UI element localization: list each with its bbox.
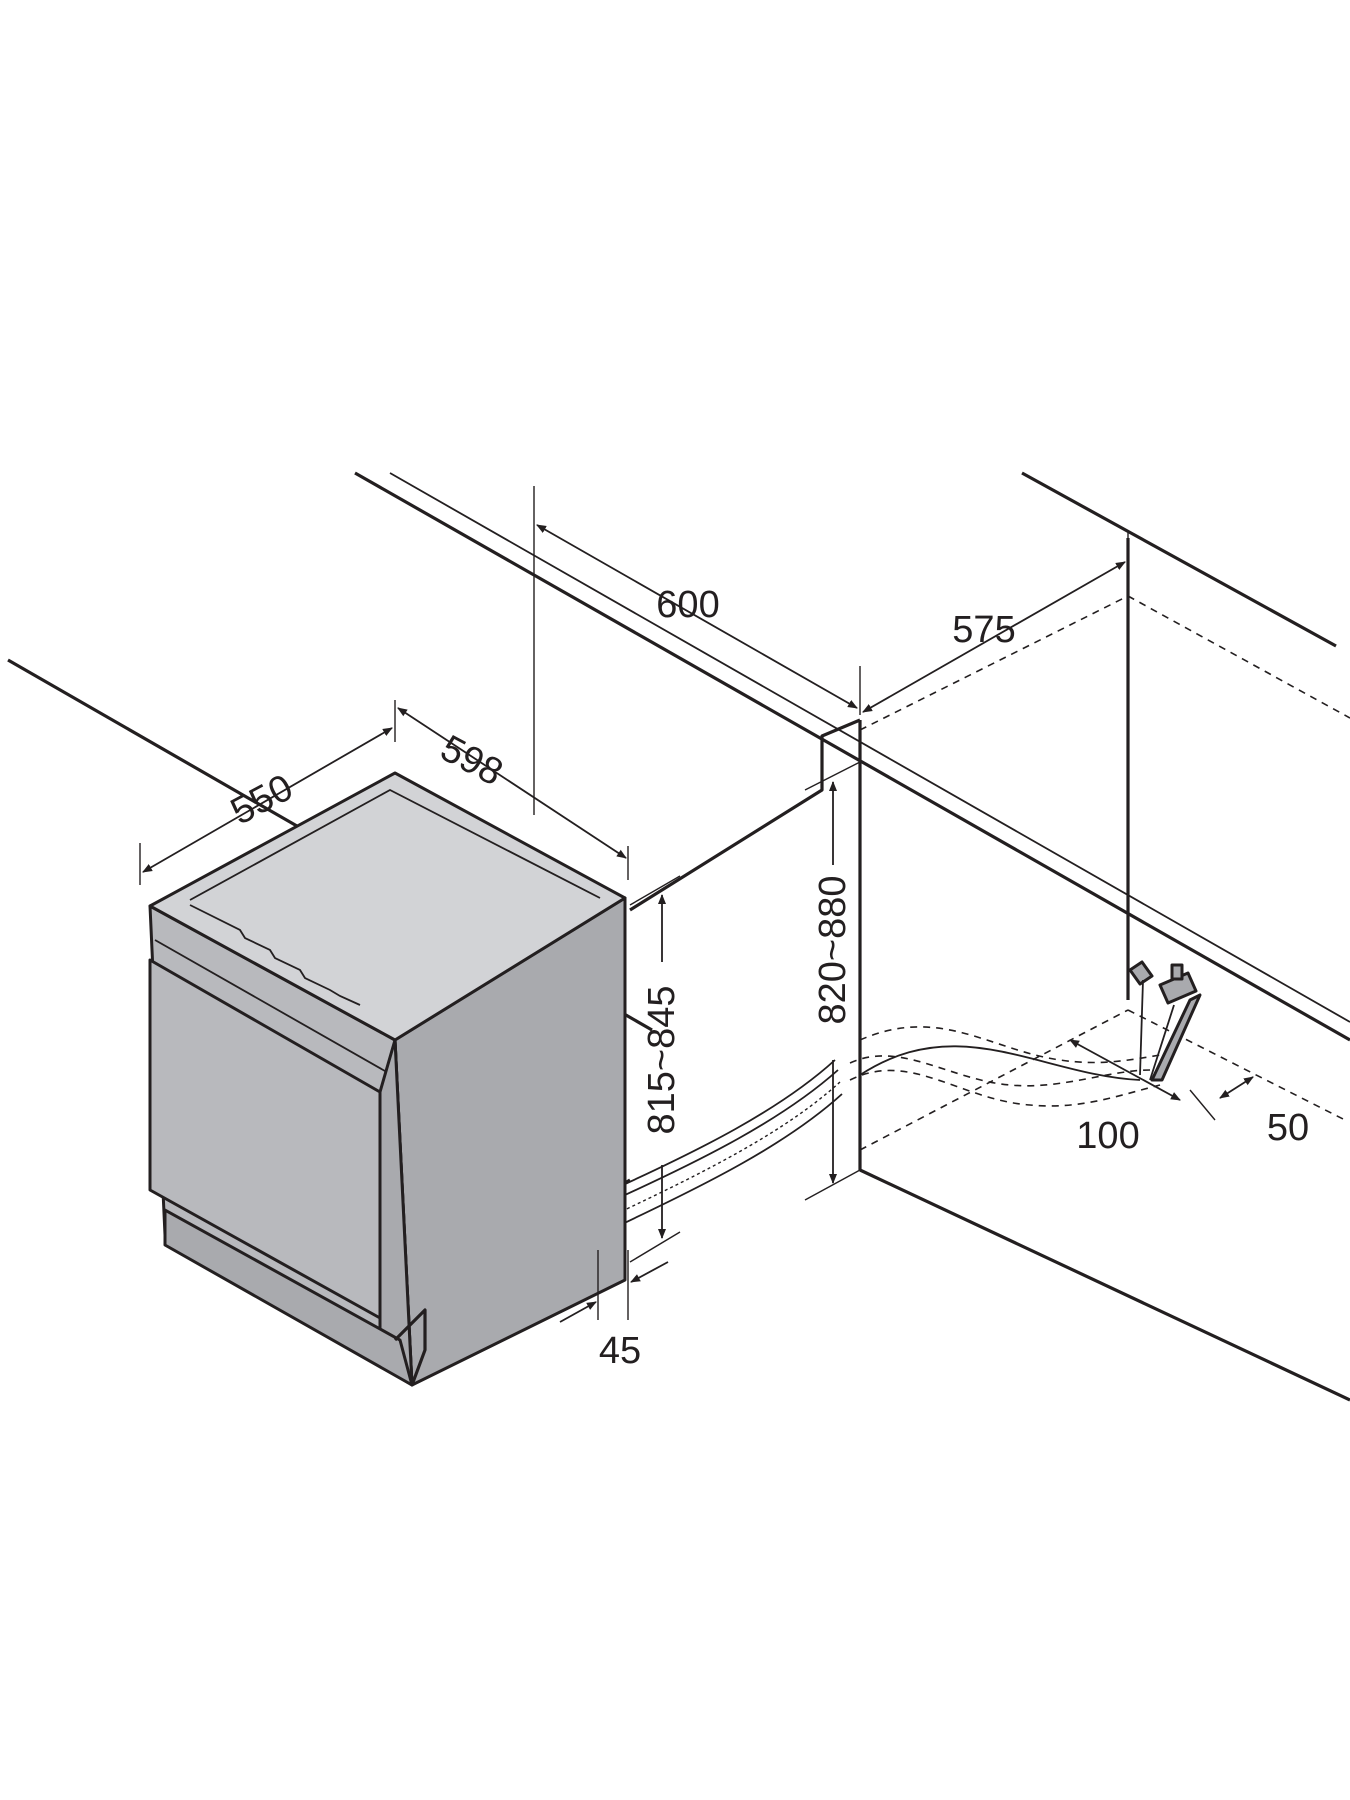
dishwasher (148, 771, 627, 1387)
niche-outline (533, 486, 1350, 1402)
niche-height-label: 820~880 (812, 876, 854, 1025)
appliance-depth-label: 550 (224, 767, 300, 834)
connections (1128, 960, 1202, 1082)
connection-offset-label: 50 (1267, 1107, 1309, 1149)
plinth-offset-label: 45 (599, 1330, 641, 1372)
niche-width-label: 600 (656, 584, 719, 626)
drain-hose-icon (1150, 993, 1202, 1082)
rear-wall-top-edge (1021, 471, 1337, 648)
appliance-height-label: 815~845 (641, 986, 683, 1135)
appliance-width-label: 598 (434, 727, 510, 794)
connection-width-label: 100 (1076, 1115, 1139, 1157)
plug-icon (1128, 960, 1154, 986)
dimension-lines (139, 524, 1254, 1323)
niche-depth-label: 575 (952, 609, 1015, 651)
